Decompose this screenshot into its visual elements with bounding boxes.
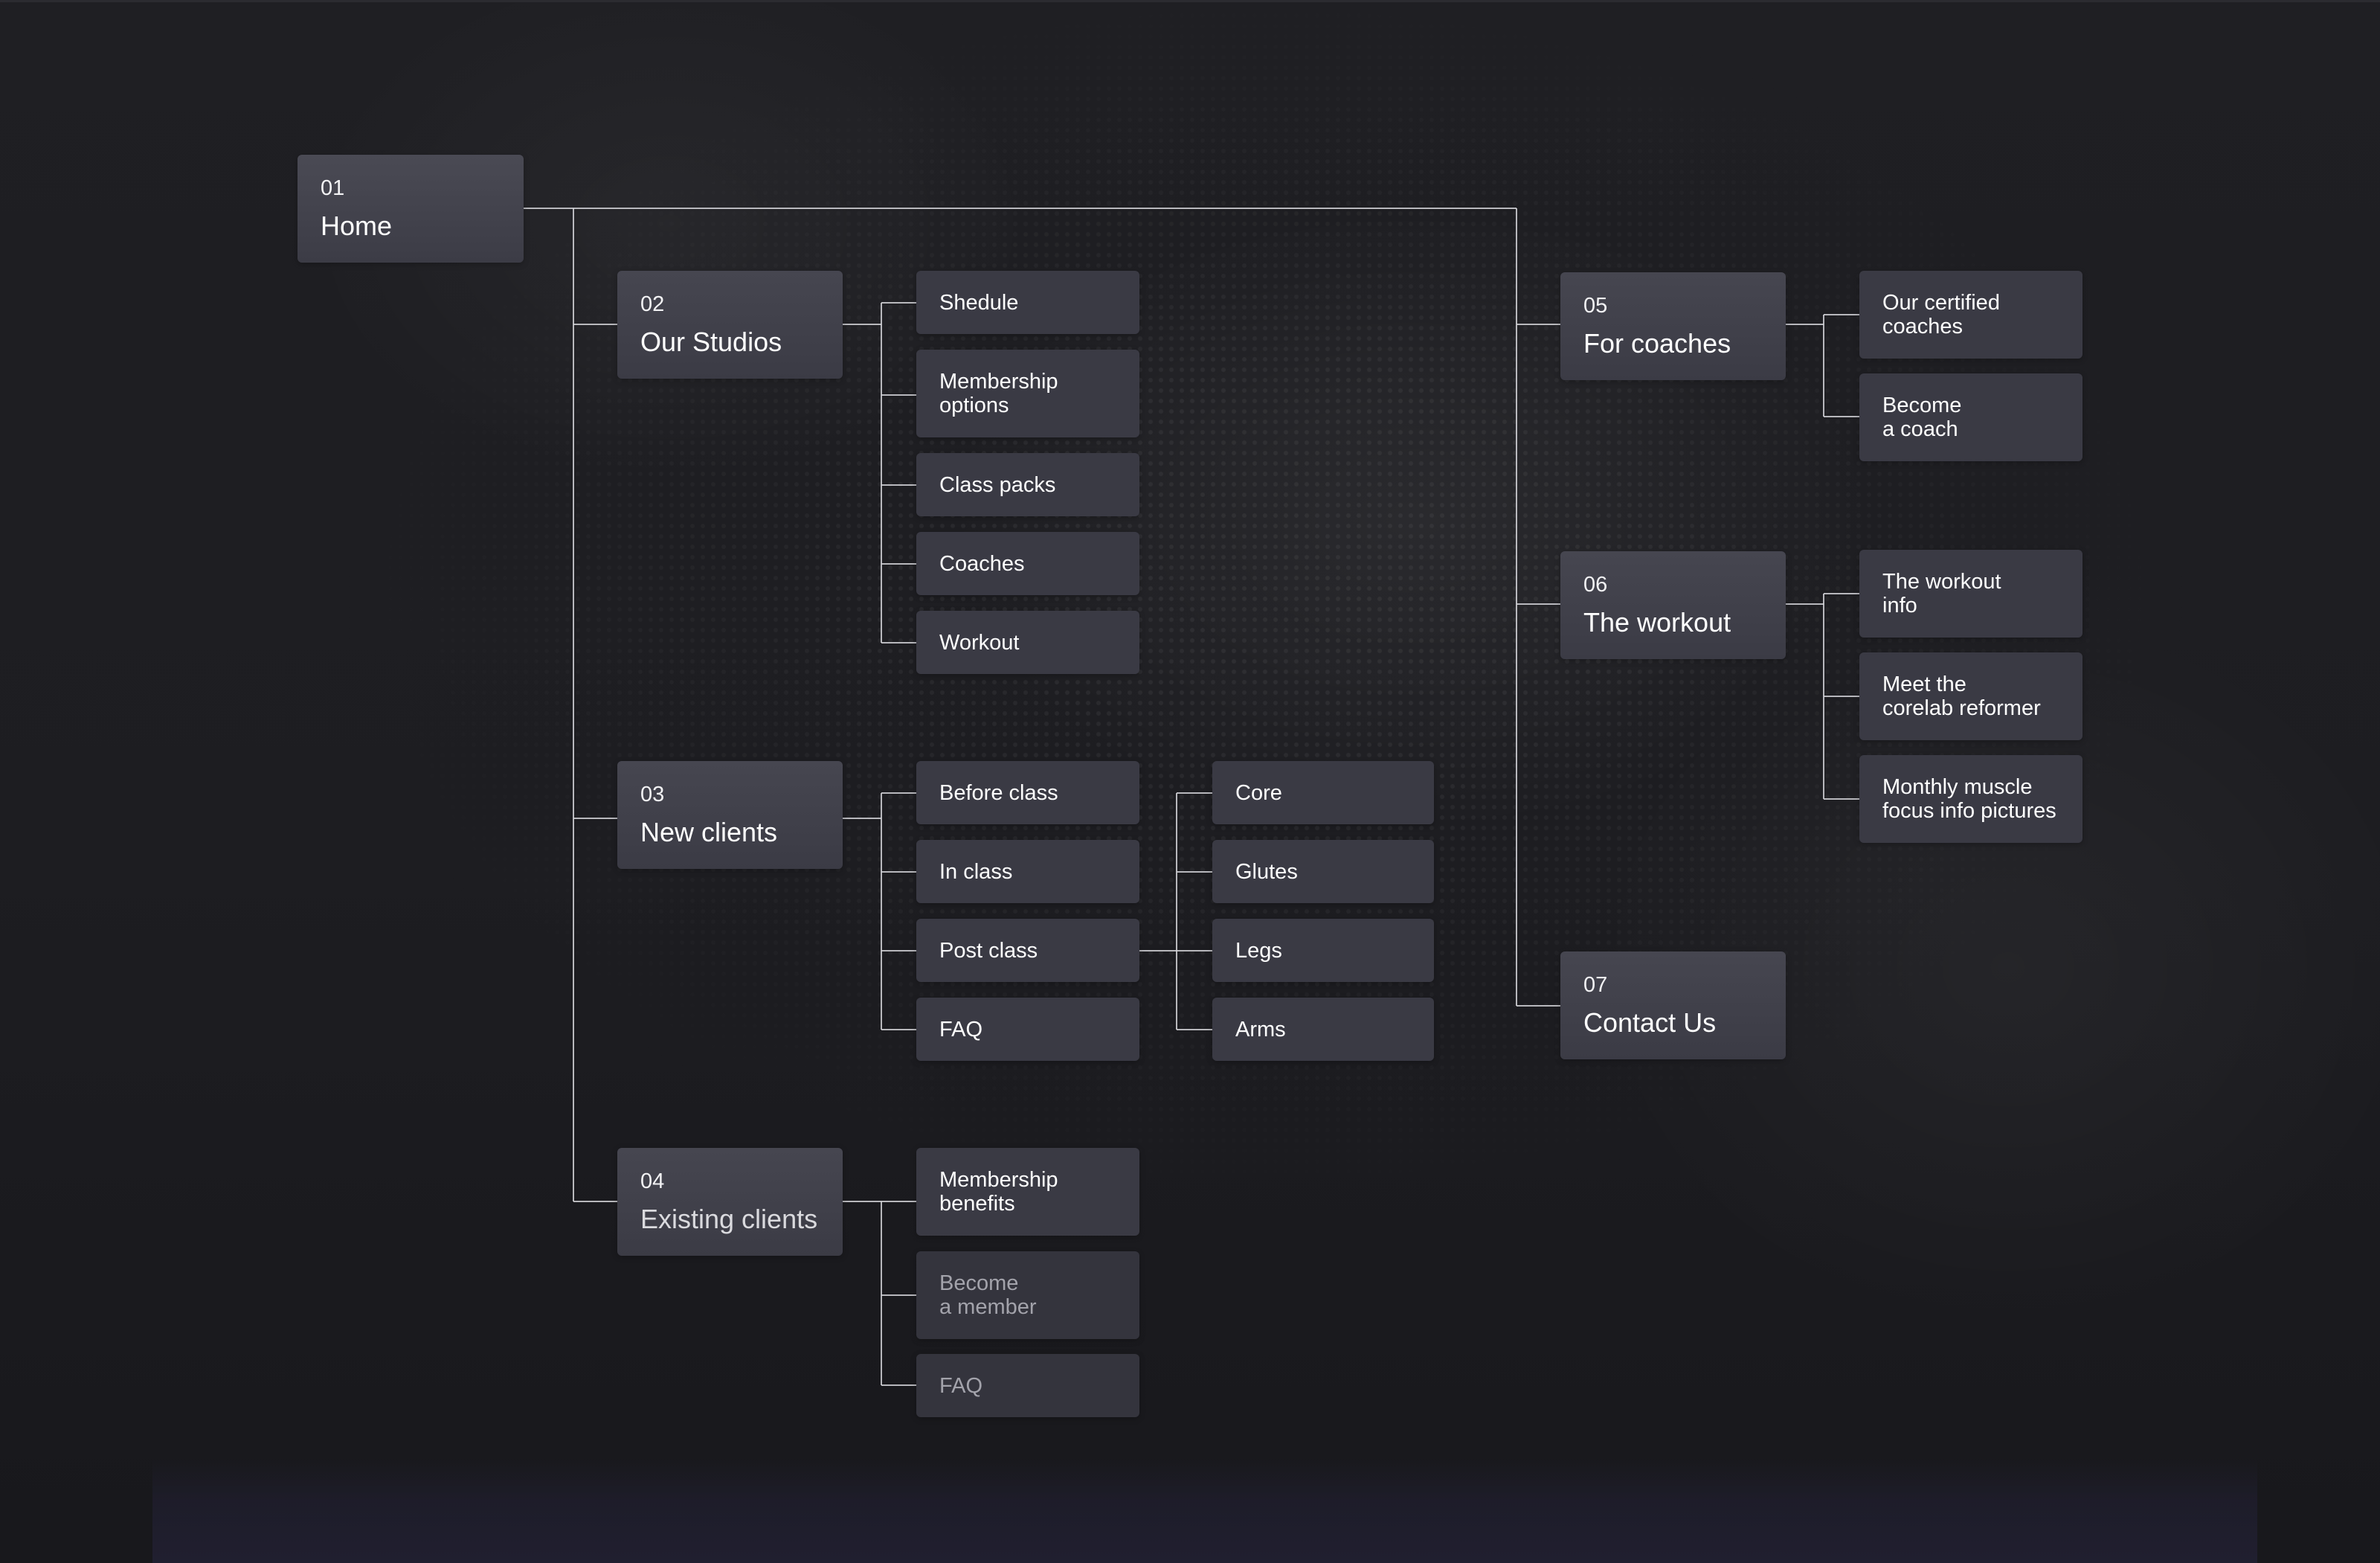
node-number: 05 [1583,294,1608,318]
node-number: 07 [1583,973,1608,997]
node-number: 03 [640,783,665,806]
node-title: Our Studios [640,327,782,357]
node-our-studios: 02 Our Studios [617,271,843,379]
node-the-workout: 06 The workout [1560,551,1786,659]
subnode-workout: Workout [916,611,1139,674]
bottom-fade-band [152,1458,2257,1563]
node-contact-us: 07 Contact Us [1560,951,1786,1059]
subnode-post-class: Post class [916,919,1139,982]
subnode-existing-faq: FAQ [916,1354,1139,1417]
node-home: 01 Home [298,155,524,263]
node-title: For coaches [1583,328,1731,359]
subnode-become-a-coach: Become a coach [1859,373,2082,461]
subnode-before-class: Before class [916,761,1139,824]
node-new-clients: 03 New clients [617,761,843,869]
subnode-arms: Arms [1212,998,1434,1061]
subnode-glutes: Glutes [1212,840,1434,903]
node-home-number: 01 [321,176,345,200]
subnode-the-workout-info: The workout info [1859,550,2082,638]
node-title: The workout [1583,607,1731,638]
subnode-membership-benefits: Membership benefits [916,1148,1139,1236]
subnode-legs: Legs [1212,919,1434,982]
node-number: 02 [640,292,665,316]
subnode-shedule: Shedule [916,271,1139,334]
subnode-in-class: In class [916,840,1139,903]
subnode-our-certified-coaches: Our certified coaches [1859,271,2082,359]
subnode-core: Core [1212,761,1434,824]
node-number: 04 [640,1169,665,1193]
node-title: New clients [640,817,778,847]
node-title: Existing clients [640,1204,818,1234]
subnode-monthly-muscle-focus: Monthly muscle focus info pictures [1859,755,2082,843]
subnode-membership-options: Membership options [916,350,1139,437]
subnode-faq: FAQ [916,998,1139,1061]
subnode-class-packs: Class packs [916,453,1139,516]
node-for-coaches: 05 For coaches [1560,272,1786,380]
top-border [0,0,2380,2]
node-home-title: Home [321,211,393,241]
subnode-meet-the-corelab-reformer: Meet the corelab reformer [1859,652,2082,740]
node-number: 06 [1583,573,1608,597]
subnode-become-a-member: Become a member [916,1251,1139,1339]
subnode-coaches: Coaches [916,532,1139,595]
node-existing-clients: 04 Existing clients [617,1148,843,1256]
node-title: Contact Us [1583,1007,1717,1038]
